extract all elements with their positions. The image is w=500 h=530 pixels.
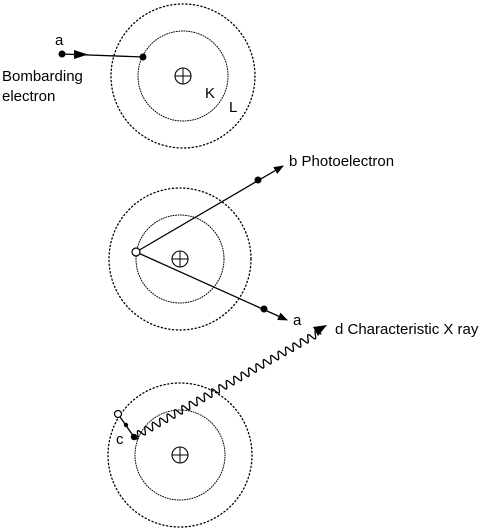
xray-arrow-icon	[313, 325, 327, 336]
atom-bottom-k-shell	[134, 409, 226, 501]
bombarding-electron-dot	[58, 50, 66, 58]
scattered-electron-dot	[260, 305, 268, 313]
characteristic-xray-wave	[133, 329, 322, 440]
atom-middle-k-shell	[135, 214, 225, 304]
label-bombarding-line1: Bombarding	[2, 68, 83, 85]
photoelectron-dot	[254, 176, 262, 184]
label-c-transition: c	[116, 431, 124, 448]
atom-middle: b Photoelectron a	[108, 153, 394, 331]
atom-bottom: d Characteristic X ray c	[107, 321, 479, 528]
atom-top: a Bombarding electron K L	[2, 3, 256, 149]
k-shell-vacancy	[131, 247, 141, 257]
atom-middle-l-shell	[108, 187, 252, 331]
bombarding-arrow-icon	[74, 50, 88, 59]
atom-middle-nucleus-icon	[171, 250, 189, 268]
label-k-shell: K	[205, 85, 215, 102]
label-l-shell: L	[229, 99, 237, 116]
label-a-incoming: a	[55, 32, 64, 49]
label-photoelectron: b Photoelectron	[289, 153, 394, 170]
atom-top-l-shell	[110, 3, 256, 149]
label-bombarding-line2: electron	[2, 88, 55, 105]
label-a-scattered: a	[293, 312, 302, 329]
transition-c-mid-dot	[123, 422, 129, 428]
atom-top-k-shell	[137, 30, 229, 122]
atom-top-nucleus-icon	[174, 67, 192, 85]
l-shell-vacancy	[113, 409, 123, 419]
label-characteristic-xray: d Characteristic X ray	[335, 321, 479, 338]
atom-bottom-l-shell	[107, 382, 253, 528]
k-shell-electron-dot	[139, 53, 147, 61]
atom-bottom-nucleus-icon	[171, 446, 189, 464]
